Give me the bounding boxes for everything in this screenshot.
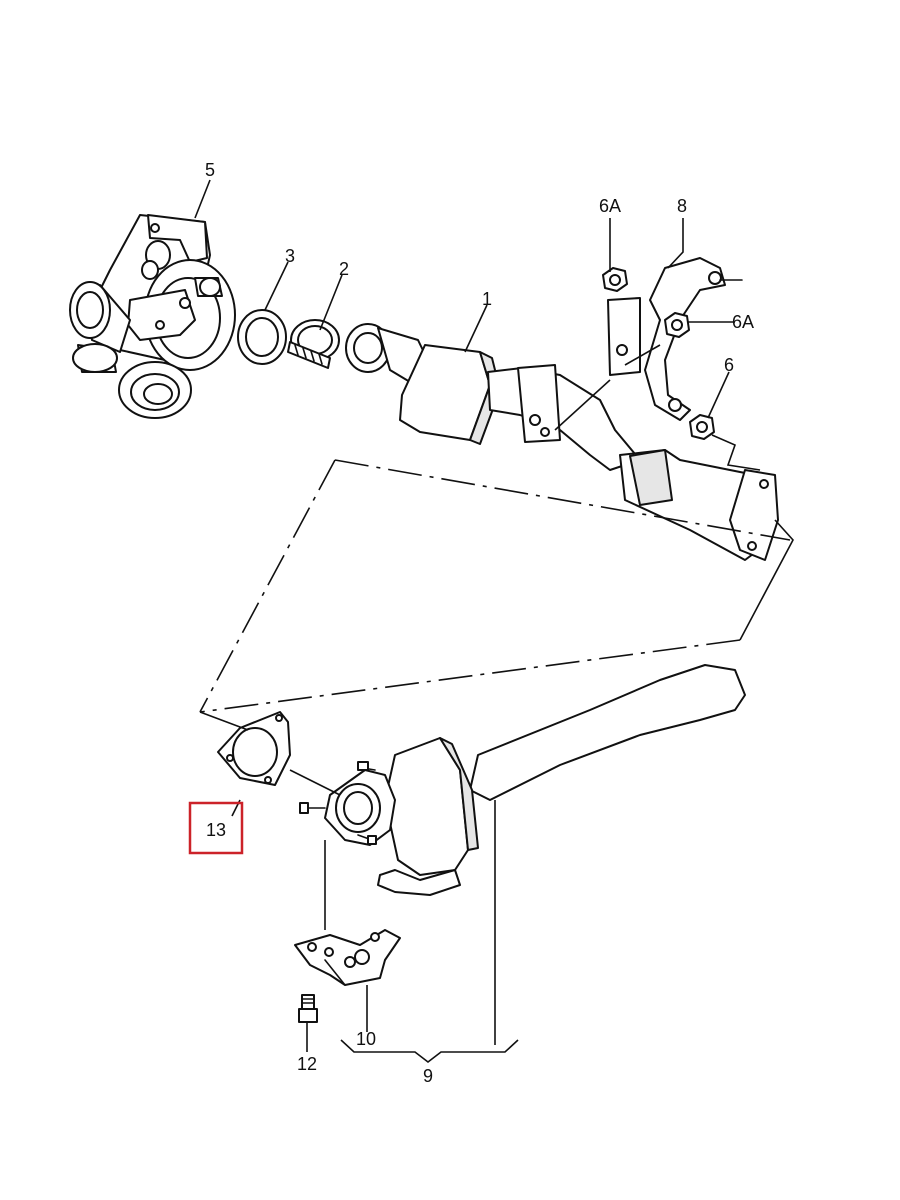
assembly-lines (199, 459, 791, 1045)
label-part-6[interactable]: 6 (724, 355, 734, 375)
gasket (217, 711, 291, 786)
label-part-5[interactable]: 5 (205, 160, 215, 180)
label-part-8[interactable]: 8 (677, 196, 687, 216)
label-part-12[interactable]: 12 (297, 1054, 317, 1074)
label-part-6a-top[interactable]: 6A (599, 196, 621, 216)
label-part-3[interactable]: 3 (285, 246, 295, 266)
bolt (298, 994, 318, 1023)
label-part-2[interactable]: 2 (339, 259, 349, 279)
clamp (287, 319, 340, 369)
nut-6a-right (664, 312, 690, 338)
label-part-9[interactable]: 9 (423, 1066, 433, 1086)
label-part-10[interactable]: 10 (356, 1029, 376, 1049)
label-part-6a-right[interactable]: 6A (732, 312, 754, 332)
nut-6a-top (602, 267, 628, 292)
leader-lines (194, 179, 794, 1064)
catalytic-converter (345, 323, 779, 561)
sealing-ring (237, 309, 287, 365)
bracket (607, 257, 743, 421)
label-part-1[interactable]: 1 (482, 289, 492, 309)
highlight-box-part-13 (188, 801, 244, 855)
turbocharger (69, 214, 236, 419)
nut-6 (689, 414, 715, 440)
label-part-13[interactable]: 13 (206, 820, 226, 840)
exhaust-pipe-assembly (299, 664, 746, 896)
mounting-bracket (294, 929, 401, 986)
